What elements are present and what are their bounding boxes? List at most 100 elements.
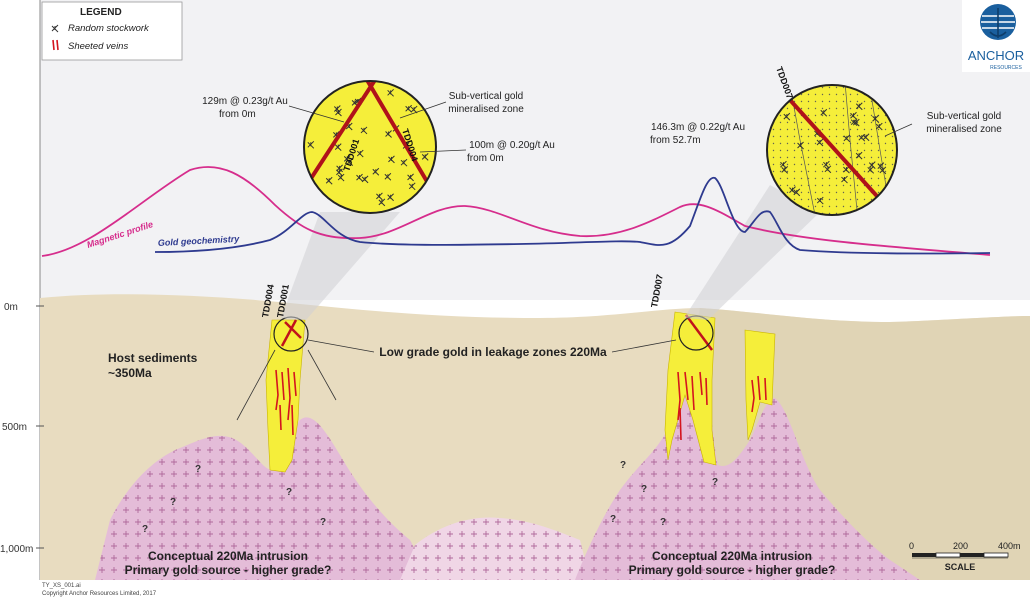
stockwork-symbol xyxy=(789,186,796,194)
mineralised-pipe-right-1 xyxy=(664,311,717,466)
stockwork-symbol xyxy=(405,104,412,113)
callout-left-1-line2: from 0m xyxy=(219,109,256,120)
svg-text:?: ? xyxy=(660,517,666,528)
zoom-cone-left xyxy=(281,212,400,320)
legend: LEGEND Random stockwork Sheeted veins xyxy=(41,1,183,61)
legend-veins-label: Sheeted veins xyxy=(68,41,128,52)
stockwork-symbol xyxy=(307,140,315,149)
svg-text:?: ? xyxy=(142,524,148,535)
sheeted-veins-group xyxy=(275,367,767,441)
stockwork-symbol xyxy=(343,155,351,163)
mineralised-pipe-right-2 xyxy=(744,329,776,441)
stockwork-symbol xyxy=(867,165,875,174)
stockwork-symbol xyxy=(820,108,828,117)
sheeted-veins-icon xyxy=(52,39,59,51)
stockwork-symbol xyxy=(356,173,363,182)
depth-label-1000: 1,000m xyxy=(0,544,33,555)
stockwork-symbol xyxy=(408,182,416,191)
stockwork-symbol xyxy=(421,153,429,161)
stockwork-symbol xyxy=(336,164,343,173)
depth-label-500: 500m xyxy=(2,422,27,433)
zoom-circle-left xyxy=(303,80,437,214)
stockwork-symbol xyxy=(816,196,824,205)
host-sediments-label-line1: Host sediments xyxy=(108,351,198,365)
svg-text:?: ? xyxy=(620,460,626,471)
stockwork-symbol xyxy=(407,173,414,182)
callout-left-zone-line2: mineralised zone xyxy=(448,104,524,115)
stockwork-symbol xyxy=(855,151,863,160)
scale-label-400: 400m xyxy=(998,541,1021,551)
mineralised-pipe-left xyxy=(265,319,306,473)
host-sediments-label-line2: ~350Ma xyxy=(108,366,152,380)
legend-stockwork-label: Random stockwork xyxy=(68,23,150,34)
stockwork-symbol xyxy=(841,175,848,184)
callout-left-2-line2: from 0m xyxy=(467,153,504,164)
svg-text:?: ? xyxy=(610,514,616,525)
svg-text:?: ? xyxy=(195,464,201,475)
svg-text:?: ? xyxy=(712,477,718,488)
stockwork-symbol xyxy=(780,160,787,169)
stockwork-symbol xyxy=(872,114,879,123)
stockwork-symbol xyxy=(361,175,369,184)
callout-left-2-line1: 100m @ 0.20g/t Au xyxy=(469,140,555,151)
svg-text:?: ? xyxy=(641,484,647,495)
stockwork-symbol xyxy=(868,161,876,169)
leakage-zones-label: Low grade gold in leakage zones 220Ma xyxy=(379,345,607,359)
callout-right-zone-line1: Sub-vertical gold xyxy=(927,111,1001,122)
depth-label-0: 0m xyxy=(4,302,18,313)
zoom-cone-right xyxy=(684,185,820,320)
stockwork-symbol xyxy=(400,158,408,167)
stockwork-symbol xyxy=(325,176,333,185)
callout-left-zone-line1: Sub-vertical gold xyxy=(449,91,523,102)
gold-geochemistry-curve xyxy=(154,177,991,255)
intrusion-right-label-line2: Primary gold source - higher grade? xyxy=(629,563,836,577)
svg-text:?: ? xyxy=(320,517,326,528)
stockwork-symbol xyxy=(781,166,789,174)
callout-right-zone-line2: mineralised zone xyxy=(926,124,1002,135)
stockwork-symbol xyxy=(855,102,863,111)
legend-title: LEGEND xyxy=(80,7,122,18)
stockwork-symbol xyxy=(385,130,392,138)
stockwork-symbol xyxy=(378,198,386,207)
stockwork-symbol xyxy=(388,155,395,164)
callout-right-1-line1: 146.3m @ 0.22g/t Au xyxy=(651,122,745,133)
intrusion-right-label-line1: Conceptual 220Ma intrusion xyxy=(652,549,812,563)
stockwork-symbol xyxy=(850,111,857,120)
stockwork-symbol xyxy=(875,122,883,131)
stockwork-symbol xyxy=(333,105,341,113)
intrusion-left-label-line1: Conceptual 220Ma intrusion xyxy=(148,549,308,563)
stockwork-symbol xyxy=(797,141,804,150)
stockwork-symbol xyxy=(372,167,380,176)
stockwork-symbol xyxy=(816,138,824,147)
stockwork-symbol-icon xyxy=(51,24,59,33)
logo-sub: RESOURCES xyxy=(990,65,1022,71)
stockwork-symbol xyxy=(384,172,392,181)
stockwork-symbol xyxy=(877,162,885,171)
stockwork-symbol xyxy=(376,192,383,201)
stockwork-symbol xyxy=(793,188,801,197)
stockwork-symbol xyxy=(356,149,364,158)
question-marks: ? ? ? ? ? ? ? ? ? ? xyxy=(142,460,718,535)
footer-copyright: Copyright Anchor Resources Limited, 2017 xyxy=(42,591,157,597)
stockwork-symbol xyxy=(862,133,870,142)
logo-name: ANCHOR xyxy=(968,48,1024,63)
footer-file: TY_XS_001.ai xyxy=(42,583,81,589)
anchor-logo: ANCHOR RESOURCES xyxy=(962,0,1030,72)
intrusion-left-label-line2: Primary gold source - higher grade? xyxy=(125,563,332,577)
stockwork-symbol xyxy=(360,126,368,135)
callout-left-1-line1: 129m @ 0.23g/t Au xyxy=(202,96,288,107)
stockwork-symbol xyxy=(387,88,394,97)
svg-text:?: ? xyxy=(286,487,292,498)
callout-right-1-line2: from 52.7m xyxy=(650,135,701,146)
scale-label-0: 0 xyxy=(909,541,914,551)
svg-text:?: ? xyxy=(170,497,176,508)
scale-bar: 0 200 400m SCALE xyxy=(909,541,1021,572)
stockwork-symbol xyxy=(843,134,851,143)
stockwork-symbol xyxy=(337,173,345,182)
scale-title: SCALE xyxy=(945,562,976,572)
zoom-circle-right xyxy=(766,84,898,216)
stockwork-symbol xyxy=(336,168,343,177)
stockwork-symbol xyxy=(824,165,832,174)
gold-geochemistry-label: Gold geochemistry xyxy=(158,234,241,248)
